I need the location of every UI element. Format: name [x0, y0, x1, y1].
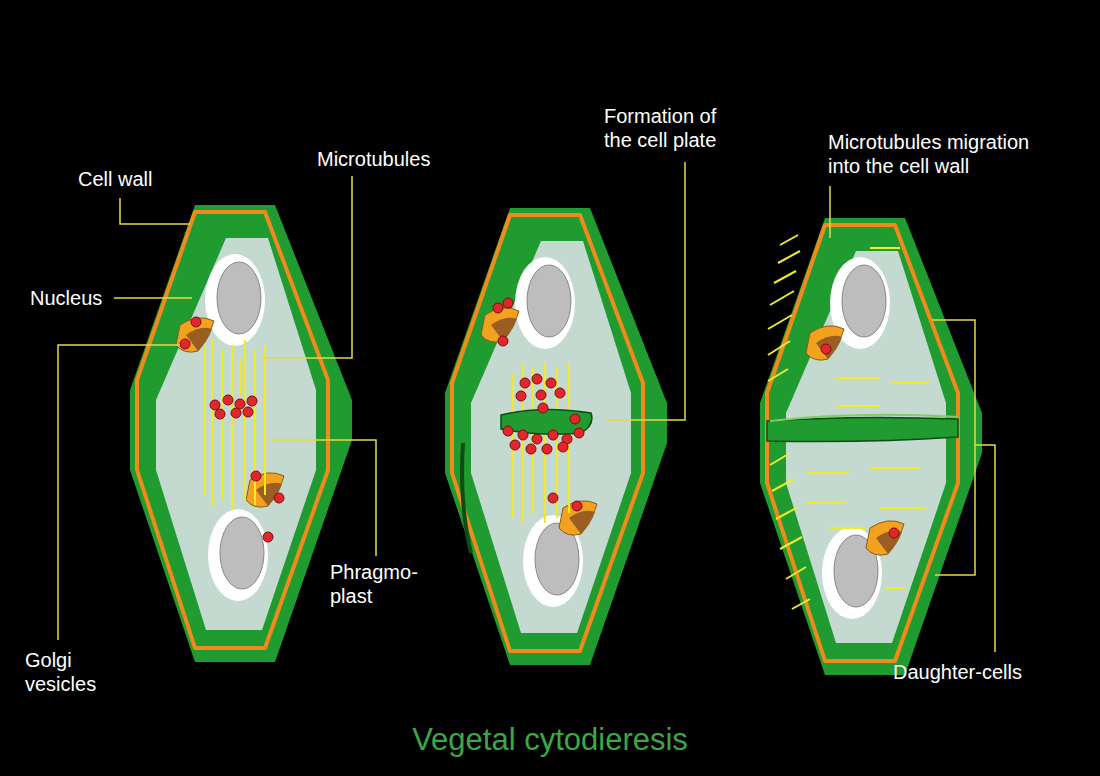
cell-two [445, 208, 667, 665]
cell-wall-label: Cell wall [78, 167, 152, 191]
daughter-cells-label: Daughter-cells [893, 660, 1022, 684]
migration-label: Microtubules migration into the cell wal… [828, 130, 1064, 178]
nucleus-label: Nucleus [30, 286, 102, 310]
diagram-title: Vegetal cytodieresis [0, 722, 1100, 758]
phragmoplast-label: Phragmo- plast [330, 560, 412, 608]
cell-one [130, 205, 352, 662]
leader-lines [58, 162, 995, 652]
cell-plate-label: Formation of the cell plate [604, 104, 744, 152]
cell-three [760, 218, 982, 675]
golgi-label: Golgi vesicles [25, 648, 115, 696]
microtubules-label: Microtubules [317, 147, 430, 171]
